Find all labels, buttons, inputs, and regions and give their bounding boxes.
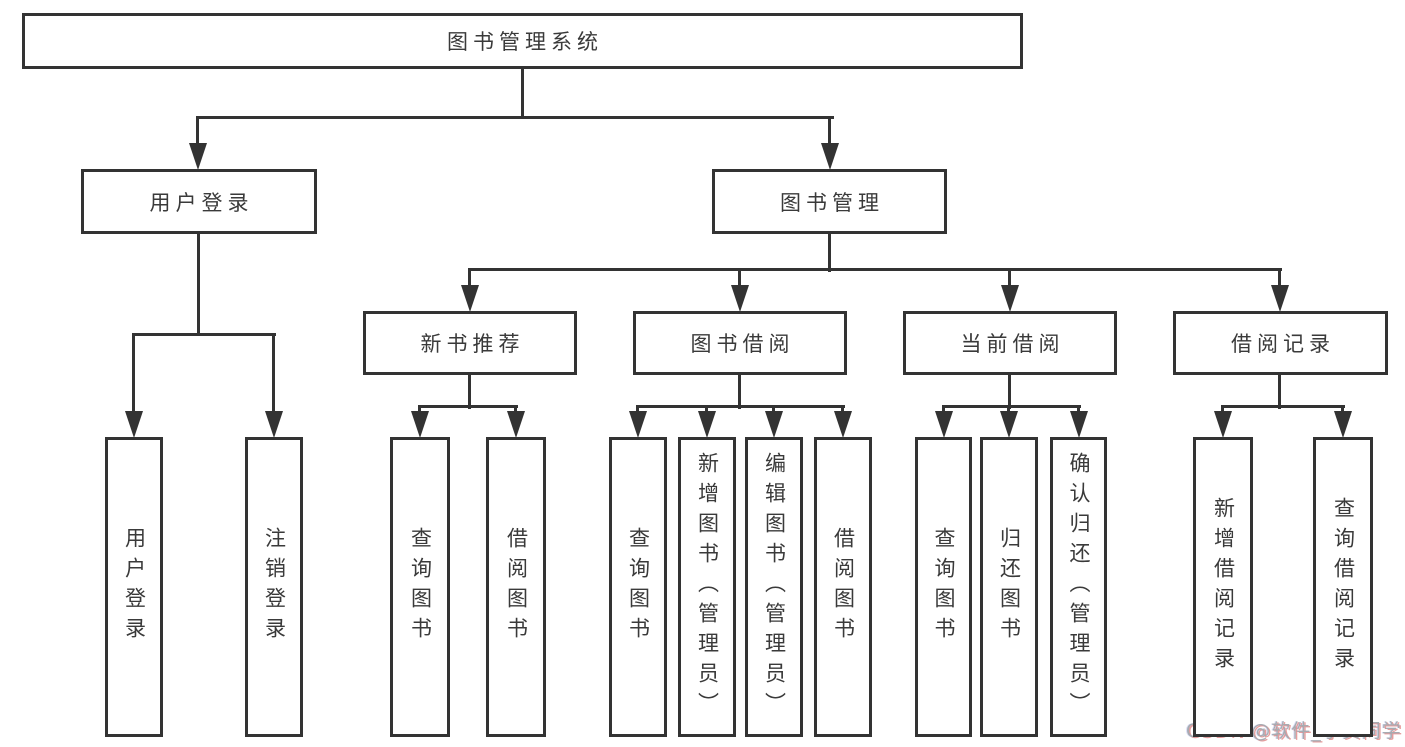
node-leaf-borrow-book-1: 借阅图书 (486, 437, 546, 737)
node-leaf-query-borrow-rec: 查询借阅记录 (1313, 437, 1373, 737)
arrow-down-icon (1334, 411, 1352, 438)
connector-vline (521, 67, 524, 119)
connector-vline (196, 116, 199, 146)
node-leaf-add-book-admin: 新增图书（管理员） (678, 437, 736, 737)
node-current-borrow: 当前借阅 (903, 311, 1117, 375)
node-book-management: 图书管理 (712, 169, 947, 234)
arrow-down-icon (1214, 411, 1232, 438)
arrow-down-icon (189, 143, 207, 170)
node-root: 图书管理系统 (22, 13, 1023, 69)
connector-vline (132, 333, 135, 415)
node-leaf-logout: 注销登录 (245, 437, 303, 737)
arrow-down-icon (1001, 285, 1019, 312)
arrow-down-icon (765, 411, 783, 438)
arrow-down-icon (461, 285, 479, 312)
connector-hline (197, 116, 834, 119)
connector-vline (828, 233, 831, 272)
connector-vline (828, 116, 831, 146)
connector-hline (419, 405, 518, 408)
connector-hline (469, 268, 1282, 271)
connector-vline (197, 233, 200, 336)
arrow-down-icon (265, 411, 283, 438)
connector-vline (1008, 268, 1011, 290)
connector-vline (1008, 373, 1011, 409)
arrow-down-icon (1271, 285, 1289, 312)
connector-hline (943, 405, 1081, 408)
arrow-down-icon (507, 411, 525, 438)
arrow-down-icon (1070, 411, 1088, 438)
arrow-down-icon (731, 285, 749, 312)
arrow-down-icon (698, 411, 716, 438)
node-leaf-return-book: 归还图书 (980, 437, 1038, 737)
arrow-down-icon (935, 411, 953, 438)
arrow-down-icon (1000, 411, 1018, 438)
connector-vline (468, 268, 471, 290)
connector-vline (468, 373, 471, 409)
node-leaf-borrow-book-2: 借阅图书 (814, 437, 872, 737)
connector-vline (738, 373, 741, 409)
connector-hline (637, 405, 845, 408)
node-borrow-record: 借阅记录 (1173, 311, 1388, 375)
node-leaf-add-borrow-rec: 新增借阅记录 (1193, 437, 1253, 737)
connector-hline (133, 333, 276, 336)
connector-vline (1278, 373, 1281, 409)
connector-hline (1222, 405, 1345, 408)
node-leaf-query-book-1: 查询图书 (390, 437, 450, 737)
connector-vline (272, 333, 275, 415)
node-leaf-confirm-return: 确认归还（管理员） (1050, 437, 1107, 737)
node-new-book-recommend: 新书推荐 (363, 311, 577, 375)
node-leaf-user-login: 用户登录 (105, 437, 163, 737)
node-leaf-edit-book-admin: 编辑图书（管理员） (745, 437, 803, 737)
connector-vline (1278, 268, 1281, 290)
arrow-down-icon (125, 411, 143, 438)
arrow-down-icon (834, 411, 852, 438)
arrow-down-icon (629, 411, 647, 438)
node-user-login: 用户登录 (81, 169, 317, 234)
node-book-borrow: 图书借阅 (633, 311, 847, 375)
node-leaf-query-book-3: 查询图书 (915, 437, 972, 737)
arrow-down-icon (821, 143, 839, 170)
node-leaf-query-book-2: 查询图书 (609, 437, 667, 737)
arrow-down-icon (411, 411, 429, 438)
connector-vline (738, 268, 741, 290)
